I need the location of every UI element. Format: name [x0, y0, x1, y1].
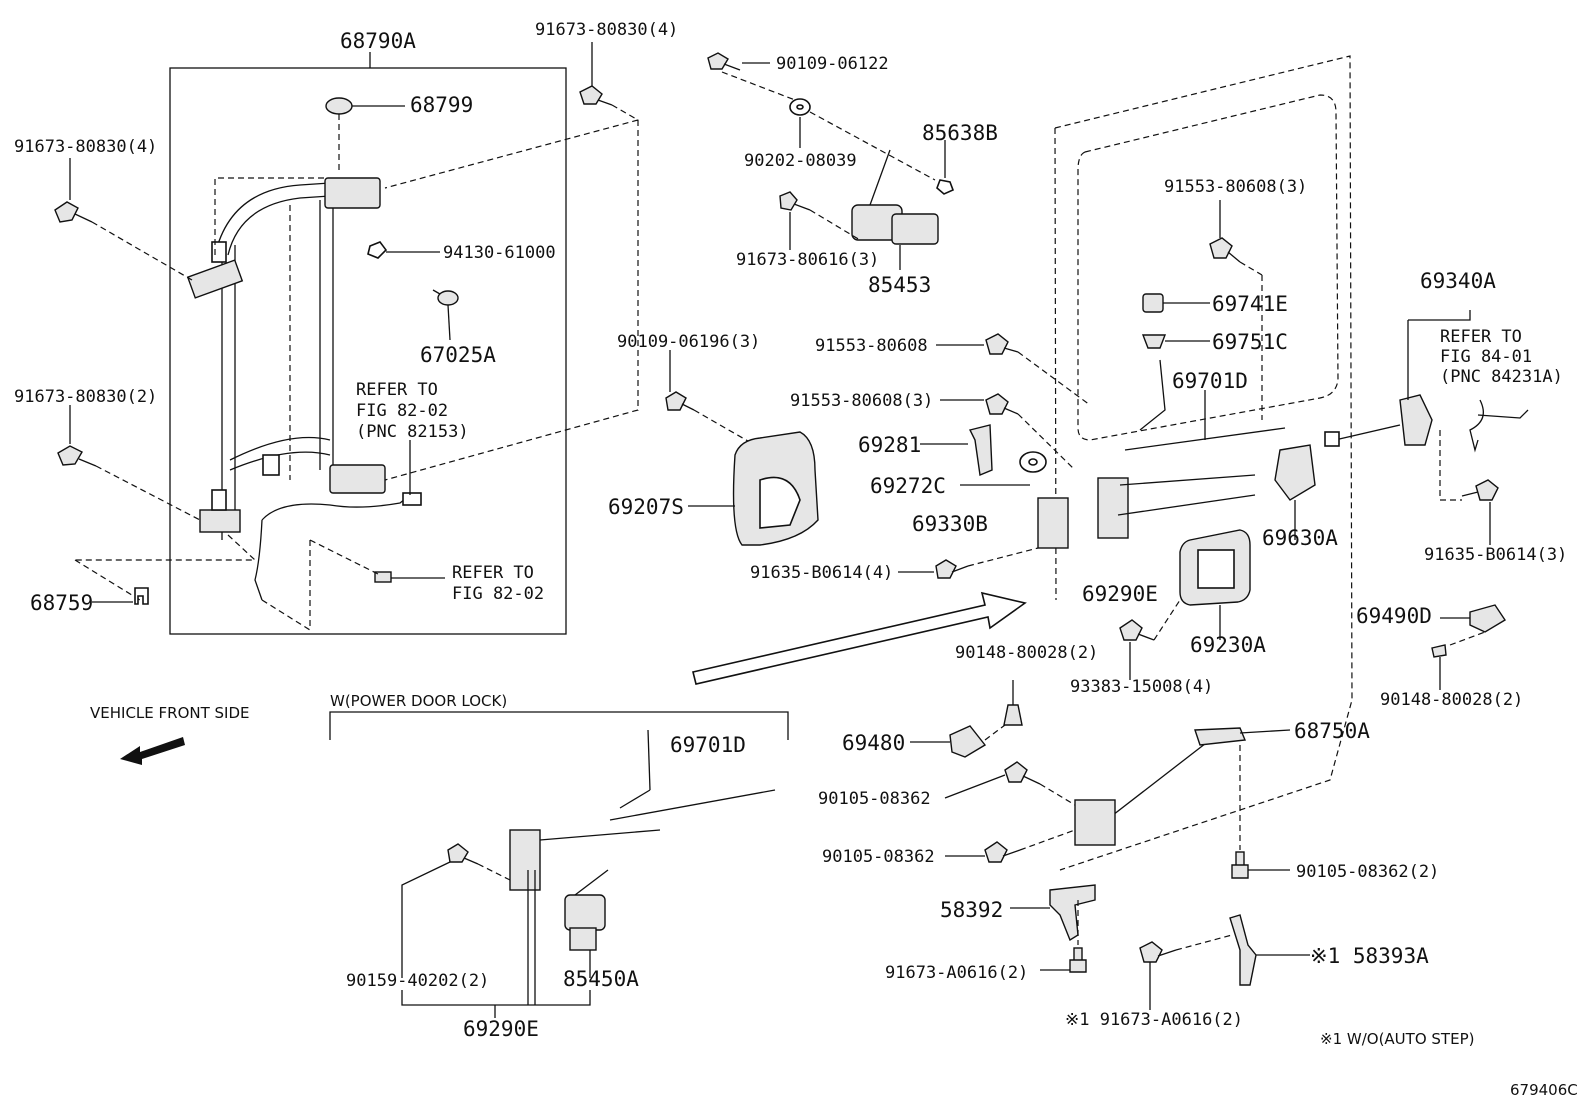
label-91673-80830-4-left: 91673-80830(4): [14, 137, 157, 157]
label-69290E-upper: 69290E: [1082, 582, 1158, 606]
label-91553-80608-3-lower: 91553-80608(3): [790, 391, 933, 411]
footnote-auto-step: ※1 W/O(AUTO STEP): [1320, 1030, 1474, 1048]
lock-mechanism: [898, 200, 1316, 758]
label-69630A: 69630A: [1262, 526, 1338, 550]
power-door-lock-box: [329, 711, 789, 1018]
label-69330B: 69330B: [912, 512, 988, 536]
label-refer-84231A-line2: FIG 84-01: [1440, 347, 1532, 367]
label-90109-06196-3: 90109-06196(3): [617, 332, 760, 352]
label-69340A: 69340A: [1420, 269, 1496, 293]
label-68799: 68799: [410, 93, 473, 117]
lower-mechanism: [944, 727, 1310, 1010]
label-90148-80028-2-right: 90148-80028(2): [1380, 690, 1523, 710]
label-93383-15008-4: 93383-15008(4): [1070, 677, 1213, 697]
power-door-lock-heading: W(POWER DOOR LOCK): [330, 692, 507, 710]
label-91553-80608: 91553-80608: [815, 336, 928, 356]
label-90105-08362-upper: 90105-08362: [818, 789, 931, 809]
cover-69207S: [665, 350, 819, 546]
label-refer-84231A-line1: REFER TO: [1440, 327, 1522, 347]
bolt-91673-80830-lower-left: [57, 405, 201, 521]
label-refer-82153-line2: FIG 82-02: [356, 401, 448, 421]
actuator-85453: [707, 52, 955, 270]
label-94130-61000: 94130-61000: [443, 243, 556, 263]
label-refer-82153-line3: (PNC 82153): [356, 422, 469, 442]
label-69741E: 69741E: [1212, 292, 1288, 316]
label-67025A: 67025A: [420, 343, 496, 367]
label-91673-80830-4-top: 91673-80830(4): [535, 20, 678, 40]
label-91553-80608-3-upper: 91553-80608(3): [1164, 177, 1307, 197]
part-labels: 68790A 91673-80830(4) 91673-80830(4) 687…: [14, 20, 1578, 1099]
label-refer-82-02-line2: FIG 82-02: [452, 584, 544, 604]
label-90202-08039: 90202-08039: [744, 151, 857, 171]
bolt-91673-80830-top: [384, 42, 639, 481]
label-91635-B0614-3: 91635-B0614(3): [1424, 545, 1567, 565]
label-69207S: 69207S: [608, 495, 684, 519]
label-58392: 58392: [940, 898, 1003, 922]
label-69272C: 69272C: [870, 474, 946, 498]
label-85450A: 85450A: [563, 967, 639, 991]
label-69490D: 69490D: [1356, 604, 1432, 628]
label-refer-82153-line1: REFER TO: [356, 380, 438, 400]
vehicle-front-arrow-icon: [120, 737, 185, 765]
assembly-68790A: [74, 52, 567, 635]
label-refer-82-02-line1: REFER TO: [452, 563, 534, 583]
label-91673-A0616-2: 91673-A0616(2): [885, 963, 1028, 983]
label-90159-40202-2: 90159-40202(2): [346, 971, 489, 991]
label-90105-08362-lower: 90105-08362: [822, 847, 935, 867]
label-85638B: 85638B: [922, 121, 998, 145]
label-90148-80028-2-mid: 90148-80028(2): [955, 643, 1098, 663]
label-85453: 85453: [868, 273, 931, 297]
label-69480: 69480: [842, 731, 905, 755]
label-91673-80830-2: 91673-80830(2): [14, 387, 157, 407]
label-69230A: 69230A: [1190, 633, 1266, 657]
vehicle-front-side-label: VEHICLE FRONT SIDE: [90, 704, 250, 722]
label-90105-08362-2: 90105-08362(2): [1296, 862, 1439, 882]
diagram-code: 679406C: [1510, 1081, 1578, 1099]
label-69281: 69281: [858, 433, 921, 457]
label-90109-06122: 90109-06122: [776, 54, 889, 74]
label-69751C: 69751C: [1212, 330, 1288, 354]
label-69701D-upper: 69701D: [1172, 369, 1248, 393]
direction-arrow: [692, 591, 1027, 685]
label-58393A: ※1 58393A: [1310, 944, 1429, 968]
clip-68759: [92, 587, 149, 605]
right-parts: [1324, 310, 1529, 690]
label-refer-84231A-line3: (PNC 84231A): [1440, 367, 1563, 387]
label-69701D-lower: 69701D: [670, 733, 746, 757]
bolt-91673-80830-upper-left: [54, 158, 193, 281]
label-68790A: 68790A: [340, 29, 416, 53]
bolts-left: [54, 42, 639, 605]
label-91635-B0614-4: 91635-B0614(4): [750, 563, 893, 583]
label-69290E-lower: 69290E: [463, 1017, 539, 1041]
label-68759: 68759: [30, 591, 93, 615]
label-91673-80616-3: 91673-80616(3): [736, 250, 879, 270]
label-91673-A0616-2-star: ※1 91673-A0616(2): [1065, 1010, 1243, 1030]
label-68750A: 68750A: [1294, 719, 1370, 743]
